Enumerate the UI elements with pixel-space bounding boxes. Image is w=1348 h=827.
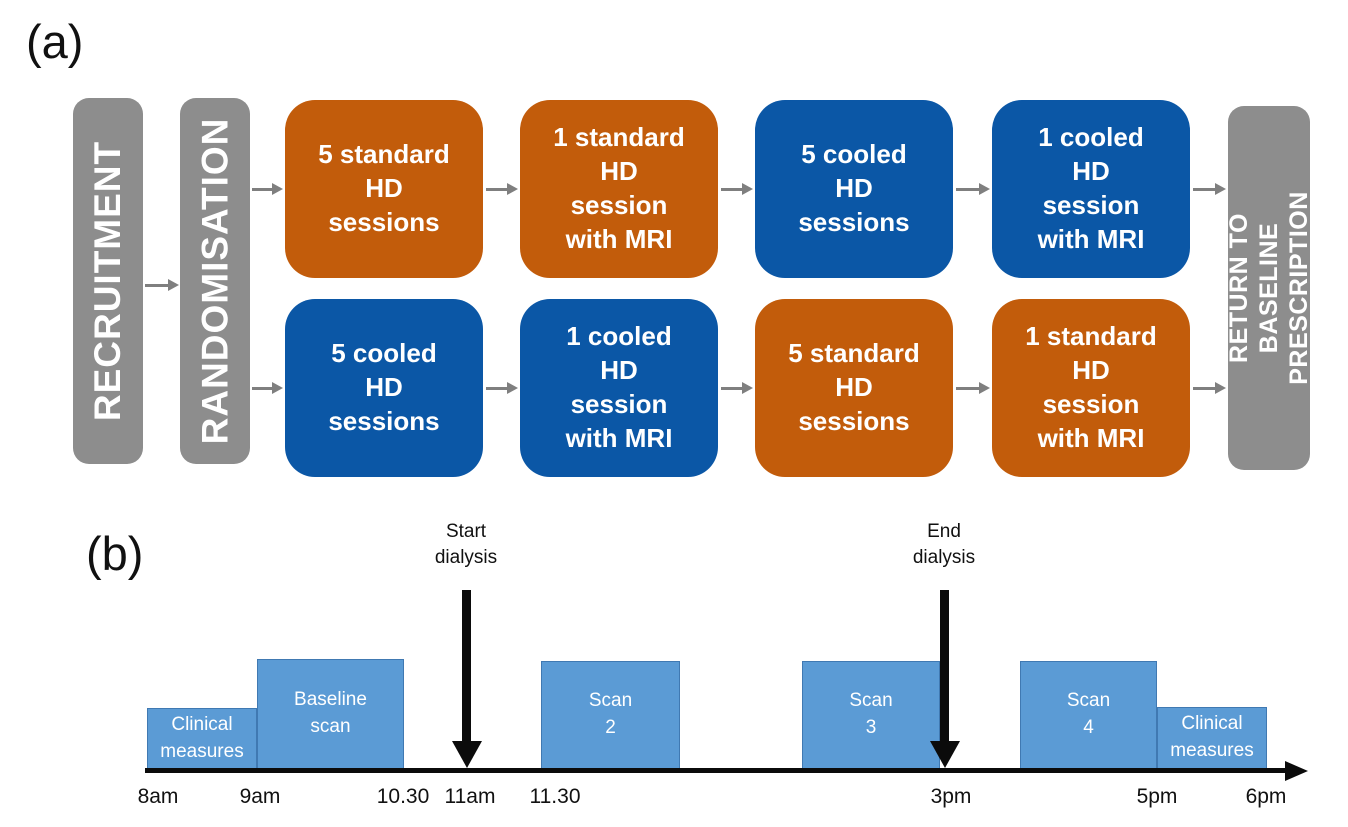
flow-box-arm1-standard-mri: 1 standard HD session with MRI	[520, 100, 718, 278]
tick-9am: 9am	[239, 785, 281, 808]
arrow-arm2-step1-2	[486, 382, 518, 394]
timeline-box-baseline-scan: Baseline scan	[257, 659, 404, 769]
tick-6pm: 6pm	[1245, 785, 1287, 808]
time-axis-arrow	[145, 760, 1308, 781]
stage-return-to-baseline-text: RETURN TO BASELINE PRESCRIPTION	[1225, 191, 1313, 385]
panel-a-label: (a)	[26, 15, 84, 68]
arrow-recruitment-to-randomisation	[145, 279, 179, 291]
tick-8am: 8am	[137, 785, 179, 808]
flow-box-arm1-standard-sessions: 5 standard HD sessions	[285, 100, 483, 278]
timeline-box-scan-3: Scan 3	[802, 661, 940, 769]
arrow-arm2-step3-4	[956, 382, 990, 394]
flow-box-arm1-cooled-sessions: 5 cooled HD sessions	[755, 100, 953, 278]
arrow-arm1-to-return	[1193, 183, 1226, 195]
panel-b-label: (b)	[86, 527, 144, 580]
stage-recruitment-text: RECRUITMENT	[87, 140, 129, 422]
stage-return-to-baseline: RETURN TO BASELINE PRESCRIPTION	[1225, 106, 1313, 470]
end-dialysis-arrow	[929, 590, 960, 768]
tick-11am: 11am	[444, 785, 496, 808]
flow-box-arm2-standard-mri: 1 standard HD session with MRI	[992, 299, 1190, 477]
flow-box-arm2-cooled-mri: 1 cooled HD session with MRI	[520, 299, 718, 477]
flow-box-arm2-standard-sessions: 5 standard HD sessions	[755, 299, 953, 477]
tick-1030: 10.30	[376, 785, 430, 808]
arrow-arm2-step2-3	[721, 382, 753, 394]
arrow-arm1-step2-3	[721, 183, 753, 195]
tick-3pm: 3pm	[930, 785, 972, 808]
arrow-arm2-to-return	[1193, 382, 1226, 394]
stage-randomisation-text: RANDOMISATION	[194, 117, 236, 445]
arrow-randomisation-to-arm2	[252, 382, 283, 394]
arrow-arm1-step3-4	[956, 183, 990, 195]
flow-box-arm1-cooled-mri: 1 cooled HD session with MRI	[992, 100, 1190, 278]
tick-5pm: 5pm	[1136, 785, 1178, 808]
timeline-box-clinical-measures-post: Clinical measures	[1157, 707, 1267, 769]
timeline-box-clinical-measures-pre: Clinical measures	[147, 708, 257, 769]
annotation-start-dialysis: Start dialysis	[434, 521, 498, 568]
stage-randomisation: RANDOMISATION	[180, 98, 250, 464]
annotation-end-dialysis: End dialysis	[912, 521, 976, 568]
arrow-randomisation-to-arm1	[252, 183, 283, 195]
flow-box-arm2-cooled-sessions: 5 cooled HD sessions	[285, 299, 483, 477]
tick-1130: 11.30	[529, 785, 581, 808]
arrow-arm1-step1-2	[486, 183, 518, 195]
start-dialysis-arrow	[451, 590, 482, 768]
stage-recruitment: RECRUITMENT	[73, 98, 143, 464]
timeline-box-scan-2: Scan 2	[541, 661, 680, 769]
timeline-box-scan-4: Scan 4	[1020, 661, 1157, 769]
